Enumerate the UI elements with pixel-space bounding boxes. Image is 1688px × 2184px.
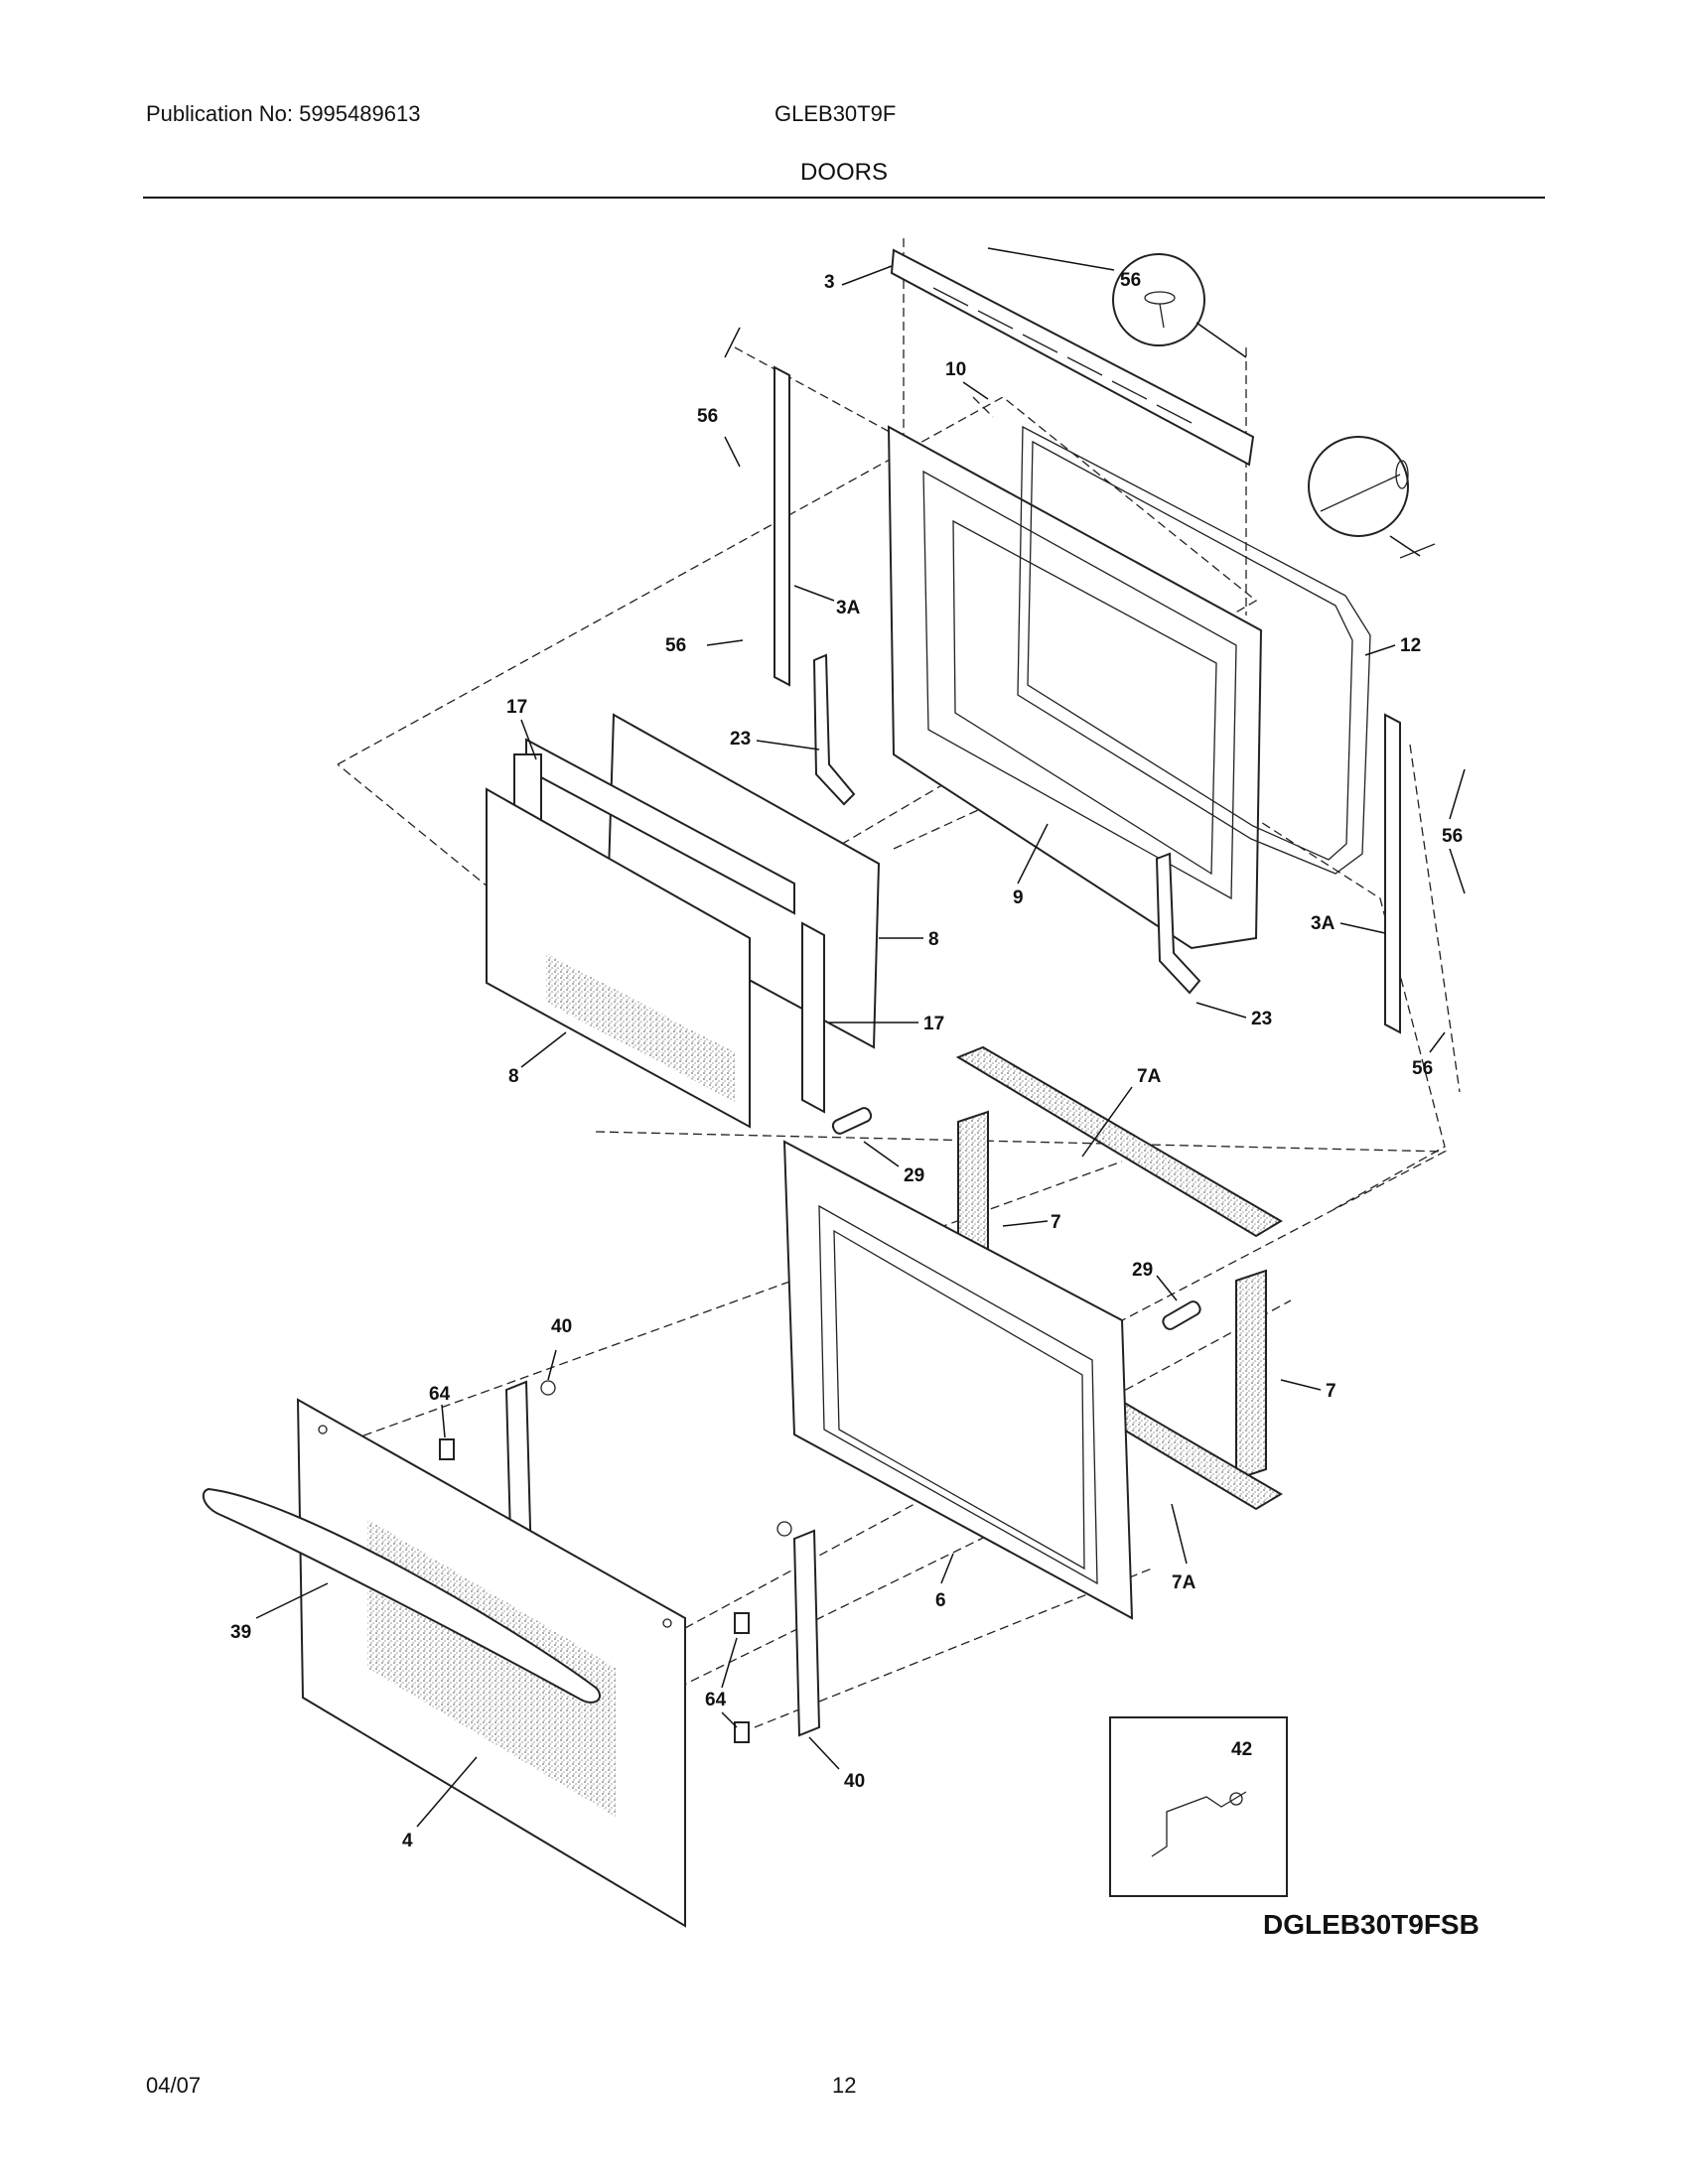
callout-56-detail: 56 [1120,270,1141,291]
callout-64-lower: 64 [705,1690,727,1710]
callout-56-left-upper: 56 [697,406,718,427]
pad-lower-b [734,1721,750,1743]
callout-29-upper: 29 [904,1165,924,1186]
diagram-code: DGLEB30T9FSB [1263,1909,1479,1940]
side-trim-left [774,365,790,687]
header-rule [143,197,1545,199]
insulation-top [955,1045,1283,1238]
door-liner [782,1140,1134,1620]
callout-10: 10 [945,359,966,380]
callout-3A-left: 3A [836,598,861,618]
door-handle [202,1487,601,1704]
callout-labels: 3 56 10 56 3A 56 12 17 23 8 17 8 9 56 3A… [230,270,1463,1851]
callout-39: 39 [230,1622,251,1643]
callout-56-left-mid: 56 [665,635,686,656]
model-number: GLEB30T9F [774,101,897,126]
callout-12: 12 [1400,635,1421,656]
callout-40-lower: 40 [844,1771,865,1792]
callout-7A-top: 7A [1137,1066,1162,1087]
top-vent-trim [890,248,1255,467]
callout-7-right: 7 [1326,1381,1336,1402]
door-gasket [1017,425,1371,875]
callout-6: 6 [935,1590,946,1611]
callout-17-top: 17 [506,697,527,718]
callout-42: 42 [1231,1739,1252,1760]
callout-23-lower: 23 [1251,1009,1272,1029]
side-trim-right [1384,713,1401,1034]
callout-7A-bottom: 7A [1172,1572,1196,1593]
callout-56-right-lower: 56 [1412,1058,1433,1079]
footer-page-number: 12 [832,2073,857,2098]
footer-date: 04/07 [146,2073,202,2098]
callout-23-upper: 23 [730,729,751,750]
callout-9: 9 [1013,887,1024,908]
pad-upper [439,1438,455,1460]
hinge-receiver-right [776,1521,821,1737]
screw-detail-circle [987,247,1247,358]
callout-3A-right: 3A [1311,913,1336,934]
callout-8-right: 8 [928,929,939,950]
outer-door-panel [296,1398,686,1928]
callout-7-left: 7 [1051,1212,1061,1233]
callout-3: 3 [824,272,835,293]
hinge-lower [1155,852,1201,995]
callout-leaders [255,265,1466,1828]
callout-8-left: 8 [508,1066,519,1087]
callout-4: 4 [402,1831,413,1851]
callout-17-right: 17 [923,1014,944,1034]
publication-number: Publication No: 5995489613 [146,101,421,126]
pad-lower-a [734,1612,750,1634]
callout-56-right-upper: 56 [1442,826,1463,847]
insulation-side-right [1235,1269,1267,1481]
callout-29-lower: 29 [1132,1260,1153,1281]
section-title: DOORS [799,159,888,186]
pin-lower [1162,1300,1201,1330]
bracket-detail-box [1109,1716,1288,1897]
callout-64-upper: 64 [429,1384,451,1405]
inner-door-frame [887,425,1263,950]
hinge-upper [812,653,856,806]
bolt-detail-circle [1308,436,1436,559]
callout-40-upper: 40 [551,1316,572,1337]
outer-glass [486,787,751,1129]
pin-upper [831,1107,873,1135]
